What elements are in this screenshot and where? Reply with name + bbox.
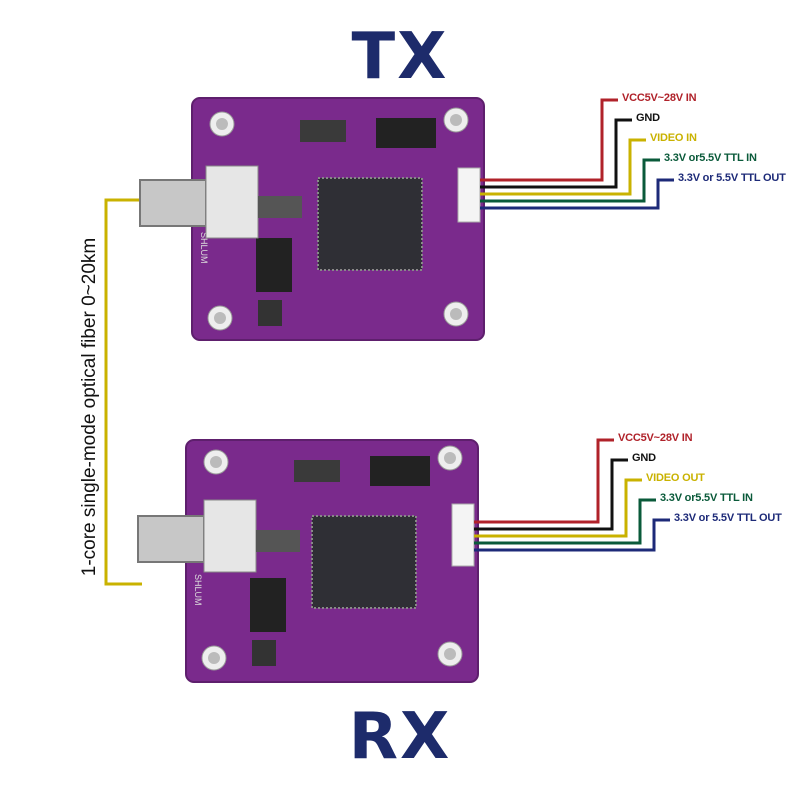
tx-title: TX bbox=[351, 20, 449, 94]
tx-wire-label-2: VIDEO IN bbox=[650, 132, 697, 144]
rx-wires bbox=[474, 438, 670, 552]
optical-fiber-line bbox=[104, 198, 142, 586]
tx-wire-label-4: 3.3V or 5.5V TTL OUT bbox=[678, 172, 786, 184]
rx-wire-0 bbox=[474, 438, 614, 524]
rx-wire-label-4: 3.3V or 5.5V TTL OUT bbox=[674, 512, 782, 524]
tx-wire-1 bbox=[480, 118, 632, 189]
rx-wire-2 bbox=[474, 478, 642, 538]
svg-text:SHLUM: SHLUM bbox=[199, 232, 209, 264]
tx-connector bbox=[457, 167, 481, 223]
rx-wire-4 bbox=[474, 518, 670, 552]
tx-wire-label-1: GND bbox=[636, 112, 660, 124]
tx-wire-3 bbox=[480, 158, 660, 203]
rx-wire-label-2: VIDEO OUT bbox=[646, 472, 705, 484]
tx-main-chip bbox=[317, 177, 423, 271]
tx-fiber-connector bbox=[139, 179, 207, 227]
tx-wire-0 bbox=[480, 98, 618, 182]
rx-wire-3 bbox=[474, 498, 656, 545]
tx-board: SHLUM bbox=[139, 97, 485, 341]
tx-wires bbox=[480, 98, 674, 210]
rx-title: RX bbox=[348, 700, 452, 774]
tx-wire-label-3: 3.3V or5.5V TTL IN bbox=[664, 152, 757, 164]
rx-wire-label-3: 3.3V or5.5V TTL IN bbox=[660, 492, 753, 504]
tx-wire-4 bbox=[480, 178, 674, 210]
tx-wire-label-0: VCC5V~28V IN bbox=[622, 92, 697, 104]
rx-connector bbox=[451, 503, 475, 567]
rx-fiber-connector bbox=[137, 515, 205, 563]
rx-wire-label-1: GND bbox=[632, 452, 656, 464]
rx-wire-1 bbox=[474, 458, 628, 531]
rx-main-chip bbox=[311, 515, 417, 609]
rx-board: SHLUM bbox=[137, 439, 479, 683]
tx-wire-2 bbox=[480, 138, 646, 196]
svg-text:SHLUM: SHLUM bbox=[193, 574, 203, 606]
rx-wire-label-0: VCC5V~28V IN bbox=[618, 432, 693, 444]
